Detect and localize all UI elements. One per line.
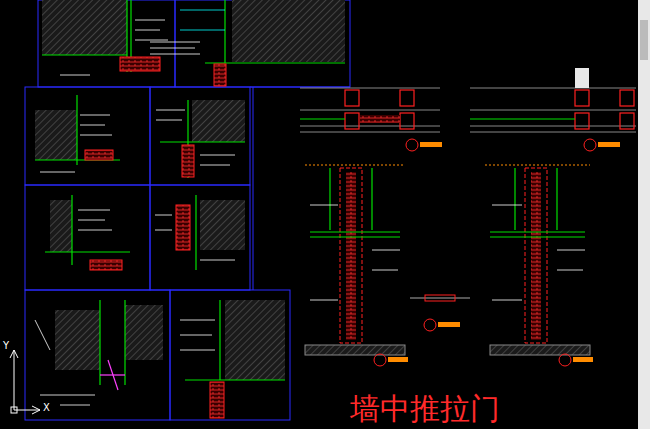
axis-label: X [43,402,50,414]
axis-label: Y [3,340,9,352]
drawing-title: 墙中推拉门 [350,392,500,426]
